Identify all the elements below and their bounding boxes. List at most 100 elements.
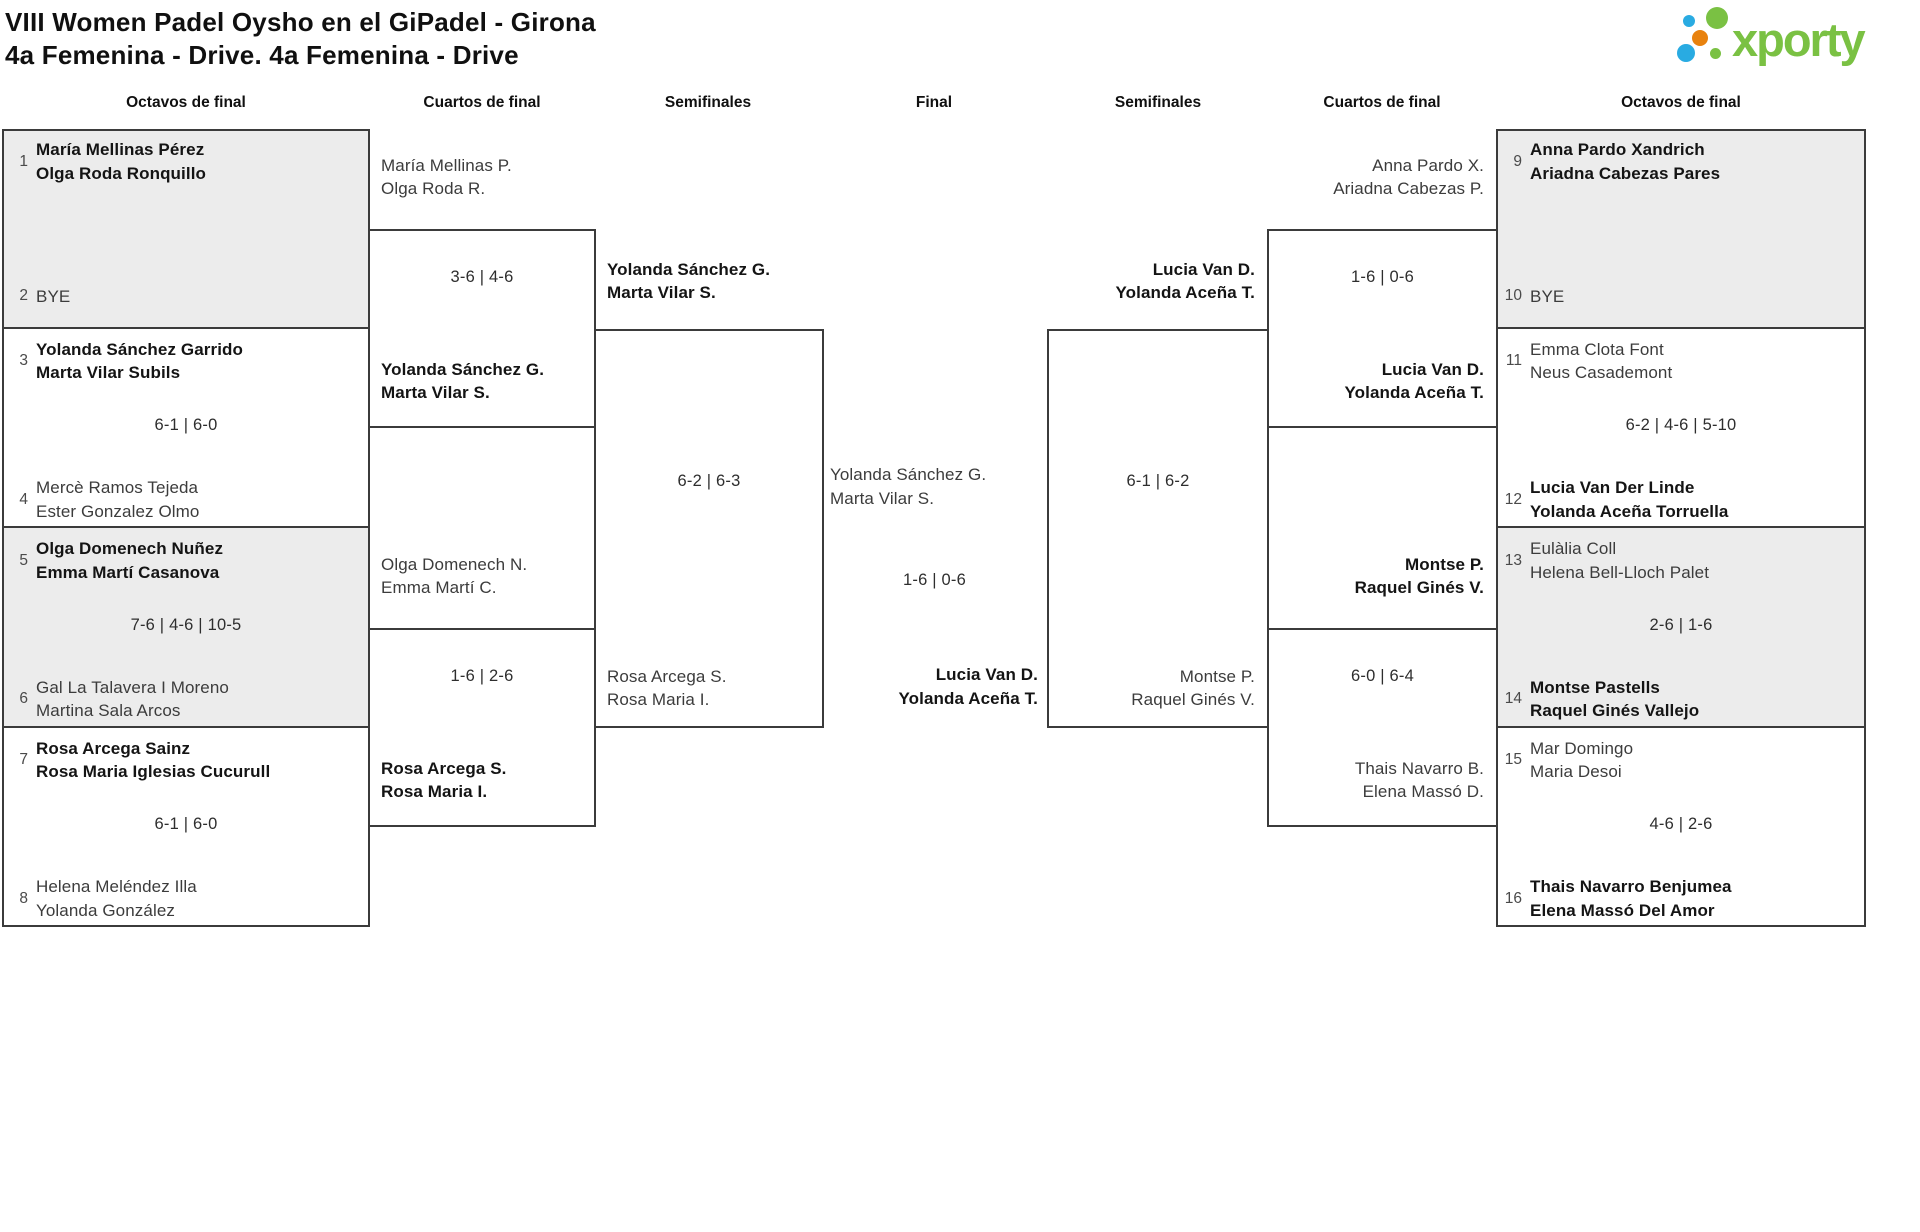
match-score: 6-2 | 4-6 | 5-10 bbox=[1625, 416, 1737, 435]
seed-number: 8 bbox=[19, 889, 28, 907]
team-names: Anna Pardo X.Ariadna Cabezas P. bbox=[1333, 154, 1484, 201]
team-names: Lucia Van D.Yolanda Aceña T. bbox=[1344, 358, 1484, 405]
player-name: Olga Roda Ronquillo bbox=[36, 163, 206, 183]
logo-dot-icon bbox=[1710, 48, 1721, 59]
logo-dot-icon bbox=[1677, 44, 1695, 62]
player-name: Elena Massó Del Amor bbox=[1530, 900, 1715, 920]
team-names: Montse P.Raquel Ginés V. bbox=[1355, 553, 1484, 600]
player-name: Olga Domenech N. bbox=[381, 554, 528, 574]
match-score: 4-6 | 2-6 bbox=[1649, 815, 1713, 834]
team-entry: Lucia Van D. Yolanda Aceña T. bbox=[1047, 258, 1255, 305]
player-name: Marta Vilar Subils bbox=[36, 363, 181, 382]
team-entry: Thais Navarro B.Elena Massó D. bbox=[1267, 757, 1484, 804]
player-name: Yolanda Sánchez G. bbox=[381, 359, 545, 379]
player-name: Thais Navarro Benjumea bbox=[1530, 877, 1732, 896]
player-name: Lucia Van Der Linde bbox=[1530, 478, 1695, 497]
player-name: Olga Domenech Nuñez bbox=[36, 539, 224, 558]
team-entry: Rosa Arcega S.Rosa Maria I. bbox=[607, 665, 823, 712]
player-name: Marta Vilar S. bbox=[830, 488, 935, 508]
player-name: María Mellinas P. bbox=[381, 155, 512, 175]
match-score: 7-6 | 4-6 | 10-5 bbox=[130, 615, 242, 634]
player-name: Yolanda Aceña Torruella bbox=[1530, 501, 1729, 521]
match-score: 6-1 | 6-2 bbox=[1126, 471, 1190, 490]
match-score: 1-6 | 2-6 bbox=[450, 666, 514, 685]
match-box-cuartos-left-2 bbox=[368, 627, 596, 828]
team-entry: Montse P.Raquel Ginés V. bbox=[1267, 553, 1484, 600]
match-box-octavos-left-1 bbox=[2, 129, 370, 329]
player-name: Rosa Arcega S. bbox=[381, 758, 507, 778]
final-score: 1-6 | 0-6 bbox=[903, 571, 966, 589]
team-names: Lucia Van D. Yolanda Aceña T. bbox=[1115, 258, 1255, 305]
team-entry: 2 BYE bbox=[2, 285, 360, 309]
player-name: Emma Martí Casanova bbox=[36, 562, 220, 582]
player-name: Anna Pardo Xandrich bbox=[1530, 140, 1705, 159]
player-name: Emma Clota Font bbox=[1530, 339, 1664, 359]
team-names: Lucia Van D.Yolanda Aceña T. bbox=[898, 663, 1038, 710]
player-name: Lucia Van D. bbox=[1152, 259, 1255, 279]
match-score: 6-2 | 6-3 bbox=[677, 471, 741, 490]
team-entry: Montse P.Raquel Ginés V. bbox=[1047, 665, 1255, 712]
logo-dot-icon bbox=[1692, 30, 1708, 46]
player-name: Rosa Maria I. bbox=[607, 690, 710, 709]
player-name: BYE bbox=[1530, 286, 1565, 306]
team-names: Rosa Arcega S. Rosa Maria I. bbox=[381, 757, 507, 804]
player-name: Yolanda González bbox=[36, 900, 175, 920]
seed-number: 6 bbox=[19, 690, 28, 707]
player-name: Maria Desoi bbox=[1530, 762, 1622, 781]
player-name: Anna Pardo X. bbox=[1372, 155, 1484, 175]
match-score: 6-1 | 6-0 bbox=[154, 815, 218, 834]
player-name: Eulàlia Coll bbox=[1530, 539, 1617, 558]
seed-number: 15 bbox=[1504, 751, 1522, 768]
team-entry: Yolanda Sánchez G.Marta Vilar S. bbox=[381, 358, 595, 405]
logo-dot-icon bbox=[1706, 7, 1728, 29]
match-score: 6-0 | 6-4 bbox=[1351, 666, 1414, 685]
match-score: 3-6 | 4-6 bbox=[450, 267, 514, 286]
team-names: Olga Domenech N. Emma Martí C. bbox=[381, 553, 527, 600]
player-name: Emma Martí C. bbox=[381, 578, 497, 598]
match-score: 6-1 | 6-0 bbox=[154, 416, 218, 435]
player-name: Neus Casademont bbox=[1530, 363, 1673, 382]
team-names: Thais Navarro B.Elena Massó D. bbox=[1355, 757, 1484, 804]
round-header-final: Final bbox=[915, 94, 953, 111]
player-name: Yolanda Aceña T. bbox=[1344, 383, 1484, 403]
player-name: Lucia Van D. bbox=[935, 665, 1038, 684]
round-header-cuartos-right: Cuartos de final bbox=[1323, 94, 1441, 111]
match-box-octavos-right-1 bbox=[1496, 129, 1866, 329]
team-names: Yolanda Sánchez G.Marta Vilar S. bbox=[607, 258, 770, 305]
round-header-octavos-left: Octavos de final bbox=[126, 94, 246, 111]
seed-number: 2 bbox=[19, 287, 28, 305]
player-name: Rosa Maria I. bbox=[381, 782, 488, 802]
seed-number: 7 bbox=[19, 751, 28, 768]
logo-dot-icon bbox=[1683, 15, 1695, 27]
player-name: BYE bbox=[36, 286, 71, 306]
team-names: Rosa Arcega S.Rosa Maria I. bbox=[607, 665, 727, 712]
seed-number: 14 bbox=[1504, 690, 1522, 707]
seed-number: 12 bbox=[1504, 490, 1522, 508]
team-entry: María Mellinas P.Olga Roda R. bbox=[381, 154, 595, 201]
player-name: Yolanda Aceña T. bbox=[1115, 283, 1255, 302]
team-names: María Mellinas P.Olga Roda R. bbox=[381, 154, 512, 201]
team-entry: Yolanda Sánchez G.Marta Vilar S. bbox=[607, 258, 823, 305]
player-name: Helena Bell-Lloch Palet bbox=[1530, 562, 1710, 582]
team-entry: Lucia Van D.Yolanda Aceña T. bbox=[1267, 358, 1484, 405]
player-name: Mercè Ramos Tejeda bbox=[36, 478, 199, 497]
